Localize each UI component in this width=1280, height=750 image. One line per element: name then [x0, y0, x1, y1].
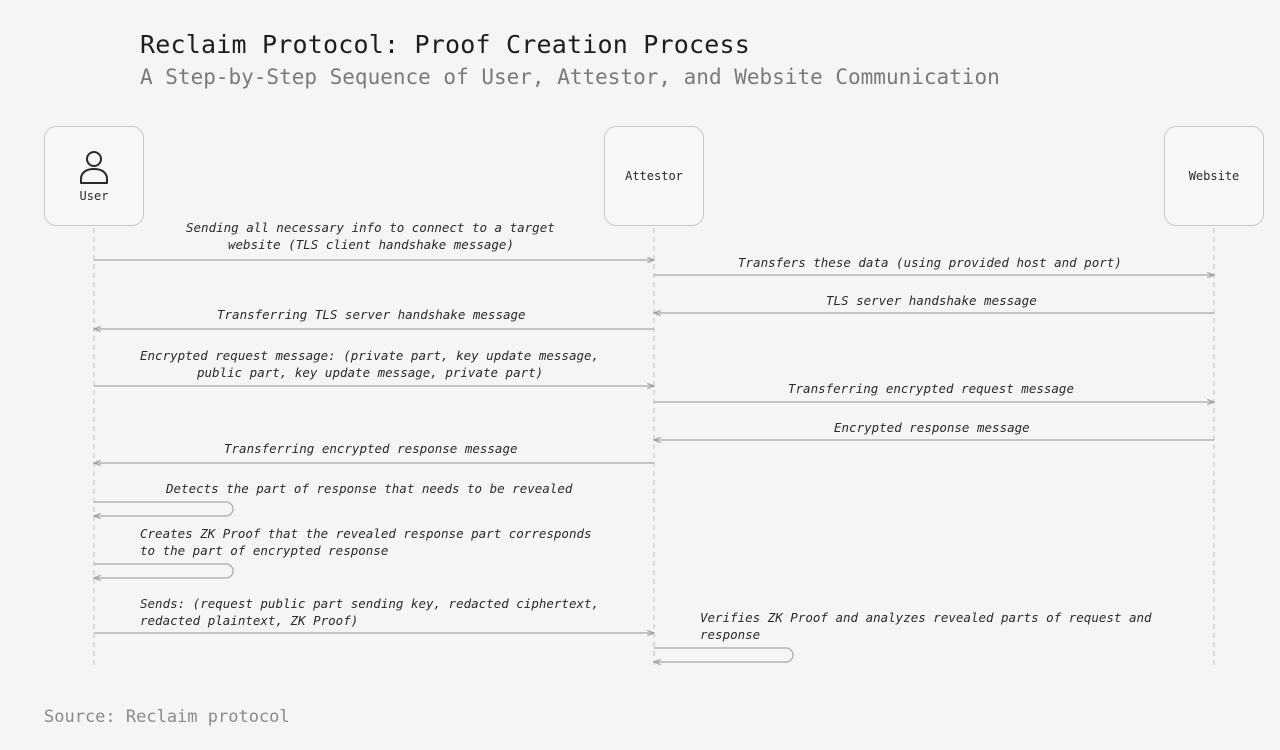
self-loop-attestor-verify	[654, 647, 794, 662]
message-label: Encrypted request message: (private part…	[140, 348, 600, 380]
message-label: Creates ZK Proof that the revealed respo…	[140, 526, 592, 558]
actor-attestor-label: Attestor	[625, 169, 683, 183]
message-label: Sends: (request public part sending key,…	[140, 596, 600, 628]
diagram-title: Reclaim Protocol: Proof Creation Process	[140, 30, 751, 59]
message-label: Sending all necessary info to connect to…	[186, 220, 555, 252]
actor-website: Website	[1164, 126, 1264, 226]
actor-user-label: User	[79, 189, 109, 203]
actor-website-label: Website	[1188, 169, 1240, 183]
message-label: Transferring TLS server handshake messag…	[217, 307, 526, 322]
self-loop-user-create-proof	[94, 563, 234, 578]
message-label: Transferring encrypted request message	[788, 381, 1074, 396]
message-label: Encrypted response message	[834, 420, 1030, 435]
source-note: Source: Reclaim protocol	[44, 707, 290, 727]
message-label: Transfers these data (using provided hos…	[738, 255, 1122, 270]
message-label: Detects the part of response that needs …	[166, 481, 573, 496]
message-label: Verifies ZK Proof and analyzes revealed …	[700, 610, 1152, 642]
self-loop-user-detect	[94, 501, 234, 516]
user-icon	[80, 151, 108, 184]
actor-user: User	[44, 126, 144, 226]
message-label: TLS server handshake message	[826, 293, 1037, 308]
diagram-subtitle: A Step-by-Step Sequence of User, Attesto…	[140, 65, 1000, 89]
actor-attestor: Attestor	[604, 126, 704, 226]
message-label: Transferring encrypted response message	[224, 441, 518, 456]
